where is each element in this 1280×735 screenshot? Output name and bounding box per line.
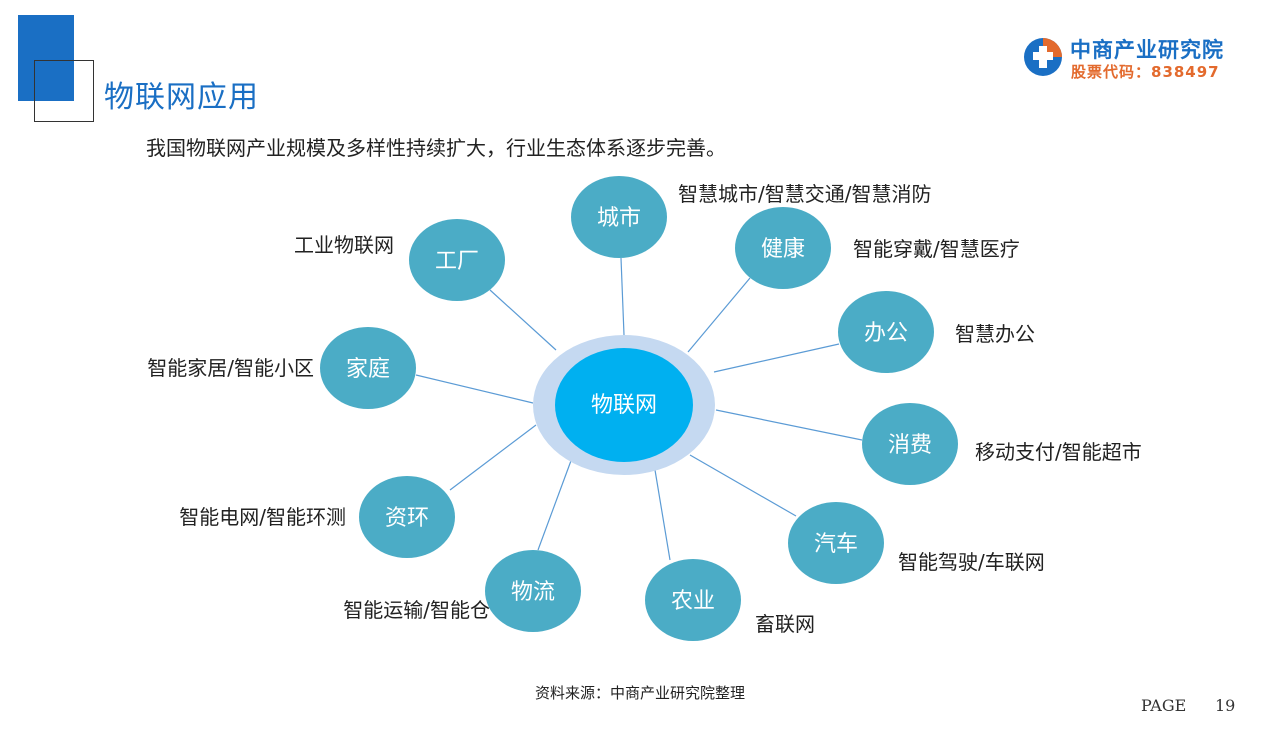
node-circle <box>485 550 581 632</box>
node-description: 智能运输/智能仓 <box>343 598 490 622</box>
node-nongye: 农业 畜联网 <box>645 559 815 641</box>
connector-line <box>489 289 557 351</box>
node-description: 智慧城市/智慧交通/智慧消防 <box>678 182 931 206</box>
node-gongchang: 工厂 工业物联网 <box>294 219 505 301</box>
connector-line <box>449 424 537 491</box>
node-circle <box>409 219 505 301</box>
node-description: 工业物联网 <box>294 233 394 257</box>
node-jiating: 家庭 智能家居/智能小区 <box>147 327 416 409</box>
node-label: 消费 <box>888 433 932 458</box>
node-description: 智能驾驶/车联网 <box>898 550 1045 574</box>
node-circle <box>359 476 455 558</box>
node-wuliu: 物流 智能运输/智能仓 <box>343 550 581 632</box>
node-zihuan: 资环 智能电网/智能环测 <box>179 476 455 558</box>
connector-lines <box>415 257 863 561</box>
node-circle <box>838 291 934 373</box>
connector-line <box>620 257 625 336</box>
node-label: 城市 <box>597 206 641 231</box>
node-label: 资环 <box>385 506 429 531</box>
node-description: 智慧办公 <box>955 322 1035 346</box>
header-decoration-frame <box>34 60 94 122</box>
node-circle <box>320 327 416 409</box>
company-logo-icon <box>1024 38 1062 76</box>
source-note: 资料来源：中商产业研究院整理 <box>534 684 745 702</box>
connector-line <box>687 277 751 353</box>
center-node <box>555 348 693 462</box>
connector-line <box>415 374 534 404</box>
node-chengshi: 城市 智慧城市/智慧交通/智慧消防 <box>571 176 931 258</box>
node-jiankang: 健康 智能穿戴/智慧医疗 <box>735 207 1020 289</box>
node-circle <box>571 176 667 258</box>
page-subtitle: 我国物联网产业规模及多样性持续扩大，行业生态体系逐步完善。 <box>146 136 726 160</box>
connector-line <box>715 409 863 441</box>
connector-line <box>654 469 671 561</box>
node-label: 办公 <box>864 321 908 346</box>
connector-line <box>689 454 797 517</box>
node-circle <box>788 502 884 584</box>
node-xiaofei: 消费 移动支付/智能超市 <box>862 403 1142 485</box>
page-title: 物联网应用 <box>104 80 259 115</box>
node-description: 畜联网 <box>755 612 815 636</box>
node-description: 智能家居/智能小区 <box>147 356 314 380</box>
node-label: 家庭 <box>346 357 390 382</box>
center-label: 物联网 <box>591 393 657 418</box>
node-description: 智能电网/智能环测 <box>179 505 346 529</box>
stock-code: 股票代码：838497 <box>1071 63 1220 81</box>
node-circle <box>862 403 958 485</box>
node-label: 农业 <box>671 589 715 614</box>
page-label: PAGE <box>1141 696 1187 715</box>
connector-line <box>537 457 573 551</box>
node-label: 物流 <box>511 580 555 605</box>
node-label: 健康 <box>761 237 805 262</box>
node-bangong: 办公 智慧办公 <box>838 291 1035 373</box>
header-decoration-block <box>18 15 74 101</box>
node-description: 移动支付/智能超市 <box>975 440 1142 464</box>
page-number: 19 <box>1215 696 1236 715</box>
node-label: 汽车 <box>814 532 858 557</box>
node-circle <box>645 559 741 641</box>
connector-line <box>713 343 840 373</box>
node-qiche: 汽车 智能驾驶/车联网 <box>788 502 1045 584</box>
node-label: 工厂 <box>435 249 479 274</box>
company-name: 中商产业研究院 <box>1070 38 1224 62</box>
node-description: 智能穿戴/智慧医疗 <box>853 237 1020 261</box>
node-circle <box>735 207 831 289</box>
